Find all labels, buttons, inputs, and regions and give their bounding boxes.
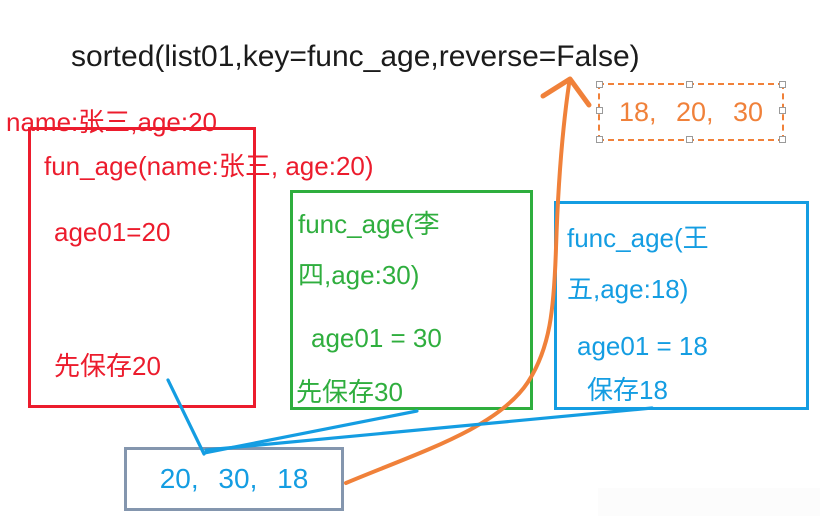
green-call-line-2: 四,age:30) [298,260,420,290]
red-frame-note-text: 先保存20 [54,351,161,381]
blue-frame-assign-text: age01 = 18 [577,331,708,361]
blue-call-line-2: 五,age:18) [567,274,689,304]
sorted-call-title[interactable]: sorted(list01,key=func_age,reverse=False… [71,40,640,73]
red-call-frame-box[interactable] [28,127,256,408]
selection-handle-ne[interactable] [779,81,786,88]
list-element-label[interactable]: name:张三,age:20 [6,107,218,137]
selection-handle-sw[interactable] [596,136,603,143]
faint-background-block [598,488,820,516]
orange-arrowhead-icon [540,76,592,108]
selection-handle-s[interactable] [686,136,693,143]
green-call-line-1: func_age(李 [298,209,440,239]
red-frame-call-text: fun_age(name:张三, age:20) [44,151,374,181]
red-frame-assign-text: age01=20 [54,217,171,247]
key-list-box[interactable]: 20, 30, 18 [124,447,344,511]
key-list-value: 20, 30, 18 [159,463,309,494]
selection-handle-n[interactable] [686,81,693,88]
selection-handle-w[interactable] [596,107,603,114]
blue-connector-from-blue-note[interactable] [204,406,654,452]
green-frame-assign-text: age01 = 30 [311,323,442,353]
blue-call-line-1: func_age(王 [567,223,709,253]
selection-handle-e[interactable] [779,107,786,114]
blue-frame-call-text: func_age(王 五,age:18) [567,213,709,315]
selection-handle-se[interactable] [779,136,786,143]
green-frame-call-text: func_age(李 四,age:30) [298,199,440,301]
sorted-result-box[interactable]: 18, 20, 30 [596,81,786,143]
selection-handle-nw[interactable] [596,81,603,88]
green-frame-note-text: 先保存30 [296,377,403,407]
blue-frame-note-text: 保存18 [587,375,668,405]
sorted-result-value: 18, 20, 30 [618,96,764,127]
